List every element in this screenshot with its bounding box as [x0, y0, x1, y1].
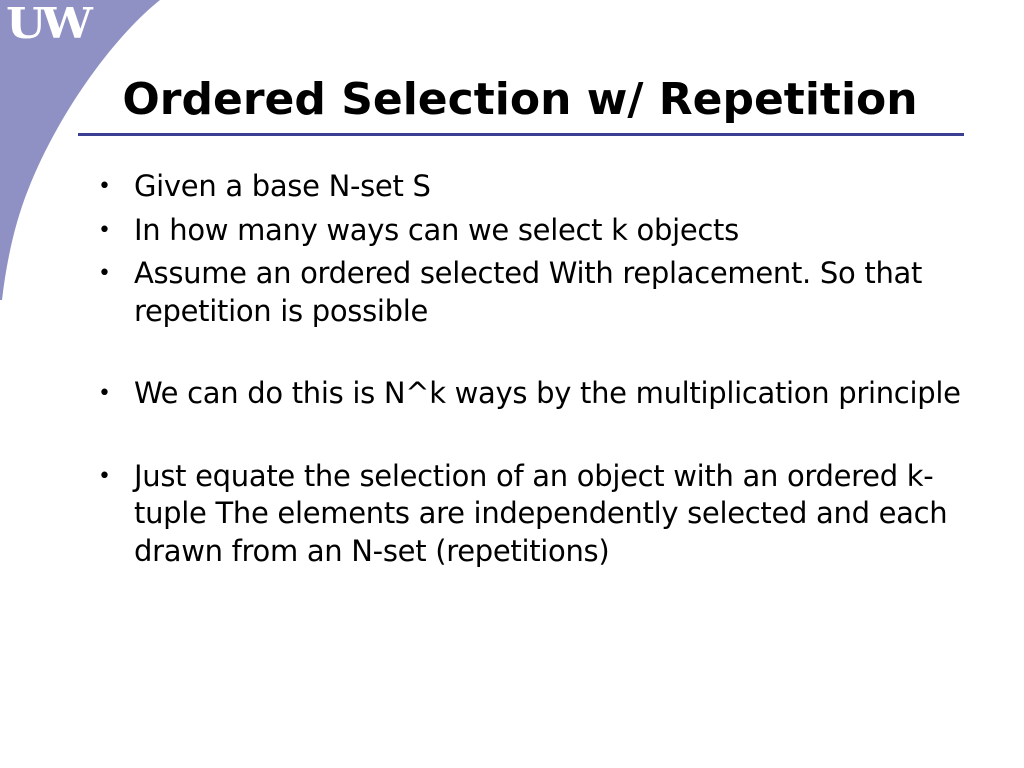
bullet-text: In how many ways can we select k objects: [134, 212, 739, 247]
bullet-text: Given a base N-set S: [134, 169, 431, 203]
bullet-dot-icon: •: [98, 463, 111, 489]
bullet-dot-icon: •: [98, 174, 111, 199]
bullet-item: • Just equate the selection of an object…: [96, 458, 976, 571]
bullet-item: • Given a base N-set S: [96, 168, 976, 206]
bullet-text: Just equate the selection of an object w…: [134, 458, 948, 568]
title-underline: [78, 133, 964, 136]
bullet-text: Assume an ordered selected With replacem…: [134, 256, 923, 328]
bullet-dot-icon: •: [98, 261, 111, 286]
slide-title: Ordered Selection w/ Repetition: [122, 74, 918, 125]
swoosh-decoration: [0, 0, 160, 300]
bullet-item: • Assume an ordered selected With replac…: [96, 255, 976, 330]
bullet-dot-icon: •: [98, 217, 111, 243]
bullet-list: • Given a base N-set S • In how many way…: [96, 168, 976, 576]
uw-logo: UW: [6, 0, 93, 49]
bullet-dot-icon: •: [98, 381, 111, 406]
bullet-item: • In how many ways can we select k objec…: [96, 212, 976, 250]
bullet-text: We can do this is N^k ways by the multip…: [134, 376, 961, 410]
bullet-item: • We can do this is N^k ways by the mult…: [96, 375, 976, 413]
